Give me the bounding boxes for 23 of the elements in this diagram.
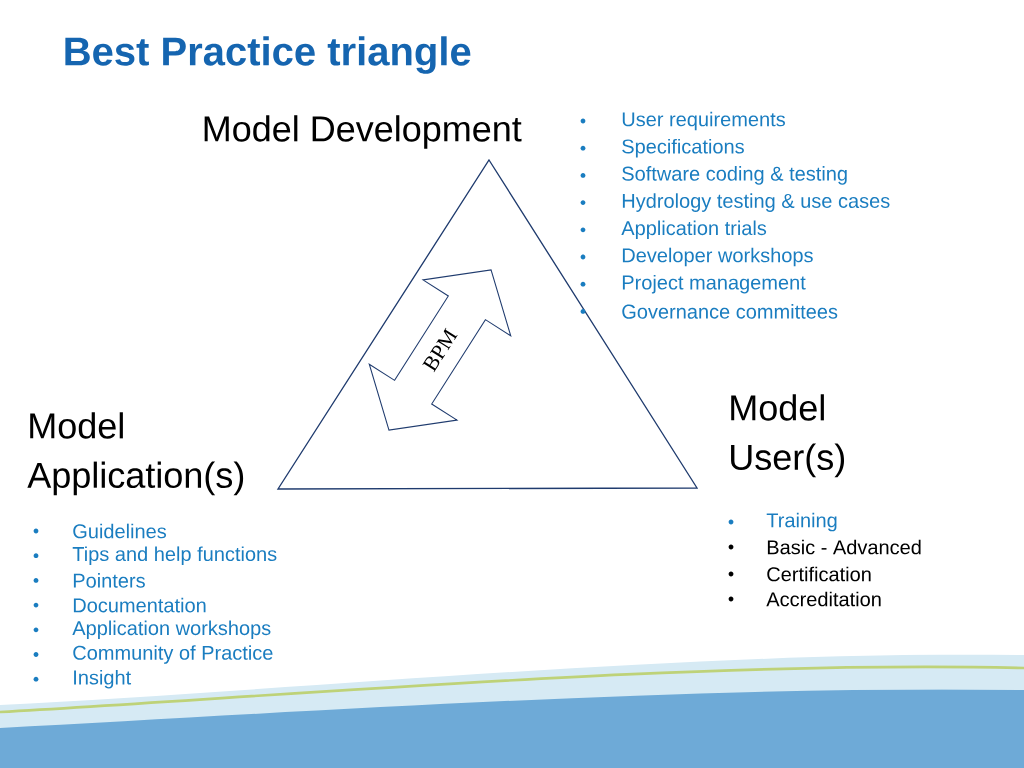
bullet-item: User requirements <box>580 111 785 131</box>
bullet-item: Governance committees <box>580 304 838 319</box>
corner-heading: Model User(s) <box>731 394 844 478</box>
bullet-item: Community of Practice <box>33 645 273 664</box>
bullet-item: Software coding & testing <box>580 166 847 185</box>
bullet-item: Project management <box>580 274 806 294</box>
bullet-item: Application trials <box>580 220 767 240</box>
slide-title: Best Practice triangle <box>65 36 471 74</box>
bullet-item: Guidelines <box>33 523 166 539</box>
bullet-item: Insight <box>33 669 132 689</box>
corner-heading: Model Application(s) <box>27 412 244 496</box>
bullet-item: Accreditation <box>728 591 881 607</box>
bullet-item: Certification <box>728 566 871 582</box>
bullet-item: Documentation <box>33 597 206 613</box>
bullet-item: Pointers <box>33 573 145 588</box>
bullet-item: Application workshops <box>33 620 271 640</box>
bullet-item: Basic - Advanced <box>728 539 921 555</box>
corner-heading: Model Development <box>204 115 522 149</box>
bullet-item: Tips and help functions <box>33 546 277 565</box>
bullet-item: Specifications <box>580 138 744 158</box>
bullet-item: Developer workshops <box>580 247 813 267</box>
bullet-item: Hydrology testing & use cases <box>580 193 890 212</box>
bullet-item: Training <box>728 512 837 532</box>
